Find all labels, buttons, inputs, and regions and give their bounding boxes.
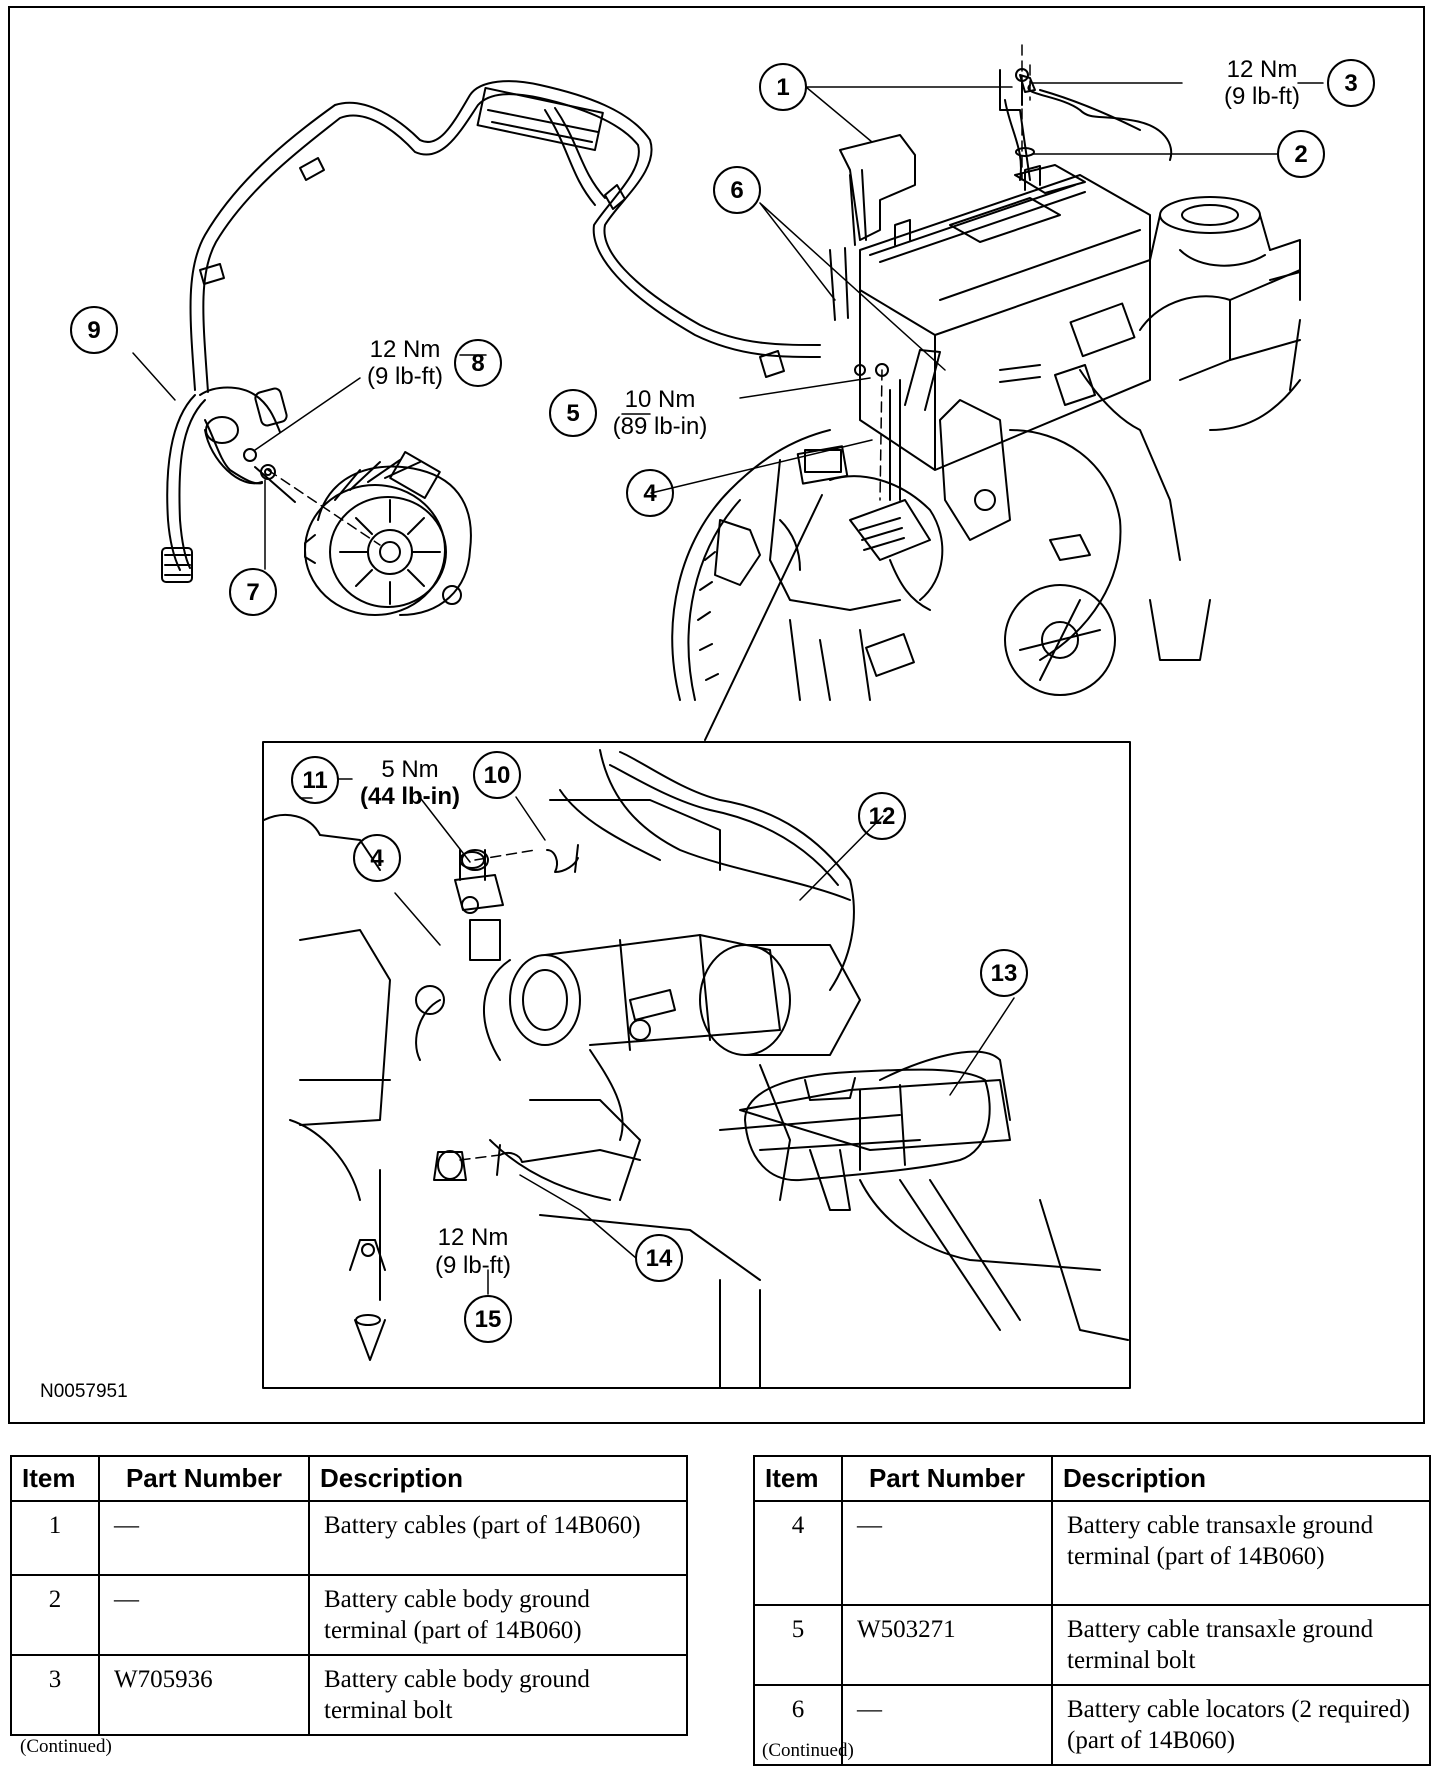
generator-illustration xyxy=(304,451,472,616)
continued-note-left: (Continued) xyxy=(20,1736,112,1757)
item-cell: 1 xyxy=(10,1500,100,1576)
engine-transaxle-illustration xyxy=(671,196,1301,701)
table-row: 6 — Battery cable locators (2 required) … xyxy=(753,1684,1431,1766)
torque-8-imperial: (9 lb-ft) xyxy=(367,363,443,390)
description-cell: Battery cable body ground terminal bolt xyxy=(308,1654,688,1736)
callout-15: 15 xyxy=(475,1306,502,1333)
wiring-harness-illustration xyxy=(161,80,821,583)
column-header-item: Item xyxy=(753,1455,843,1502)
exploded-view-lines xyxy=(267,44,1031,1161)
column-header-description: Description xyxy=(1051,1455,1431,1502)
part-number-cell: — xyxy=(98,1574,310,1656)
parts-table-left: Item Part Number Description 1 — Battery… xyxy=(10,1455,688,1736)
table-row: 1 — Battery cables (part of 14B060) xyxy=(10,1500,688,1576)
torque-8-metric: 12 Nm xyxy=(370,336,441,363)
table-row: 3 W705936 Battery cable body ground term… xyxy=(10,1654,688,1736)
battery-cable-diagram: 1 2 3 4 5 6 7 8 9 10 11 12 13 14 15 4 12… xyxy=(40,44,1375,1402)
figure-id: N0057951 xyxy=(40,1381,128,1402)
table-header-row: Item Part Number Description xyxy=(10,1455,688,1502)
torque-5-metric: 10 Nm xyxy=(625,386,696,413)
torque-3-imperial: (9 lb-ft) xyxy=(1224,83,1300,110)
battery-cable-boot-illustration xyxy=(744,1068,991,1182)
torque-15-metric: 12 Nm xyxy=(438,1224,509,1251)
torque-3-metric: 12 Nm xyxy=(1227,56,1298,83)
item-cell: 4 xyxy=(753,1500,843,1606)
item-cell: 6 xyxy=(753,1684,843,1766)
callout-3: 3 xyxy=(1344,70,1357,97)
parts-table-right: Item Part Number Description 4 — Battery… xyxy=(753,1455,1431,1766)
leader-lines xyxy=(132,82,1324,1295)
part-number-cell: — xyxy=(98,1500,310,1576)
inset-connector-line xyxy=(704,494,823,741)
callout-6: 6 xyxy=(730,177,743,204)
callout-11: 11 xyxy=(302,767,327,794)
callout-2: 2 xyxy=(1294,141,1307,168)
callout-1: 1 xyxy=(776,74,789,101)
item-cell: 5 xyxy=(753,1604,843,1686)
table-row: 5 W503271 Battery cable transaxle ground… xyxy=(753,1604,1431,1686)
description-cell: Battery cable transaxle ground terminal … xyxy=(1051,1500,1431,1606)
description-cell: Battery cables (part of 14B060) xyxy=(308,1500,688,1576)
table-row: 2 — Battery cable body ground terminal (… xyxy=(10,1574,688,1656)
callout-12: 12 xyxy=(869,803,896,830)
description-cell: Battery cable body ground terminal (part… xyxy=(308,1574,688,1656)
inset-frame xyxy=(262,741,1131,1389)
callout-9: 9 xyxy=(87,317,100,344)
part-number-cell: — xyxy=(841,1500,1053,1606)
part-number-cell: W705936 xyxy=(98,1654,310,1736)
part-number-cell: — xyxy=(841,1684,1053,1766)
torque-15-imperial: (9 lb-ft) xyxy=(435,1252,511,1279)
part-number-cell: W503271 xyxy=(841,1604,1053,1686)
callout-14: 14 xyxy=(646,1245,673,1272)
figure-frame xyxy=(8,6,1425,1424)
torque-11-imperial: (44 lb-in) xyxy=(360,783,460,810)
continued-note-right: (Continued) xyxy=(762,1740,854,1761)
callout-8: 8 xyxy=(471,350,484,377)
column-header-part-number: Part Number xyxy=(98,1455,310,1502)
callout-10: 10 xyxy=(484,762,511,789)
item-cell: 2 xyxy=(10,1574,100,1656)
column-header-description: Description xyxy=(308,1455,688,1502)
column-header-item: Item xyxy=(10,1455,100,1502)
callout-5: 5 xyxy=(566,400,579,427)
torque-5-imperial: (89 lb-in) xyxy=(613,413,708,440)
table-header-row: Item Part Number Description xyxy=(753,1455,1431,1502)
hardware-illustration xyxy=(433,68,1035,1181)
callout-7: 7 xyxy=(246,579,259,606)
column-header-part-number: Part Number xyxy=(841,1455,1053,1502)
table-row: 4 — Battery cable transaxle ground termi… xyxy=(753,1500,1431,1606)
callout-4-inset: 4 xyxy=(370,845,384,872)
torque-11-metric: 5 Nm xyxy=(381,756,438,783)
callout-circles xyxy=(70,59,1375,1343)
callout-13: 13 xyxy=(991,960,1018,987)
description-cell: Battery cable locators (2 required) (par… xyxy=(1051,1684,1431,1766)
item-cell: 3 xyxy=(10,1654,100,1736)
callout-4: 4 xyxy=(643,480,657,507)
description-cell: Battery cable transaxle ground terminal … xyxy=(1051,1604,1431,1686)
starter-motor-illustration xyxy=(263,749,1129,1389)
